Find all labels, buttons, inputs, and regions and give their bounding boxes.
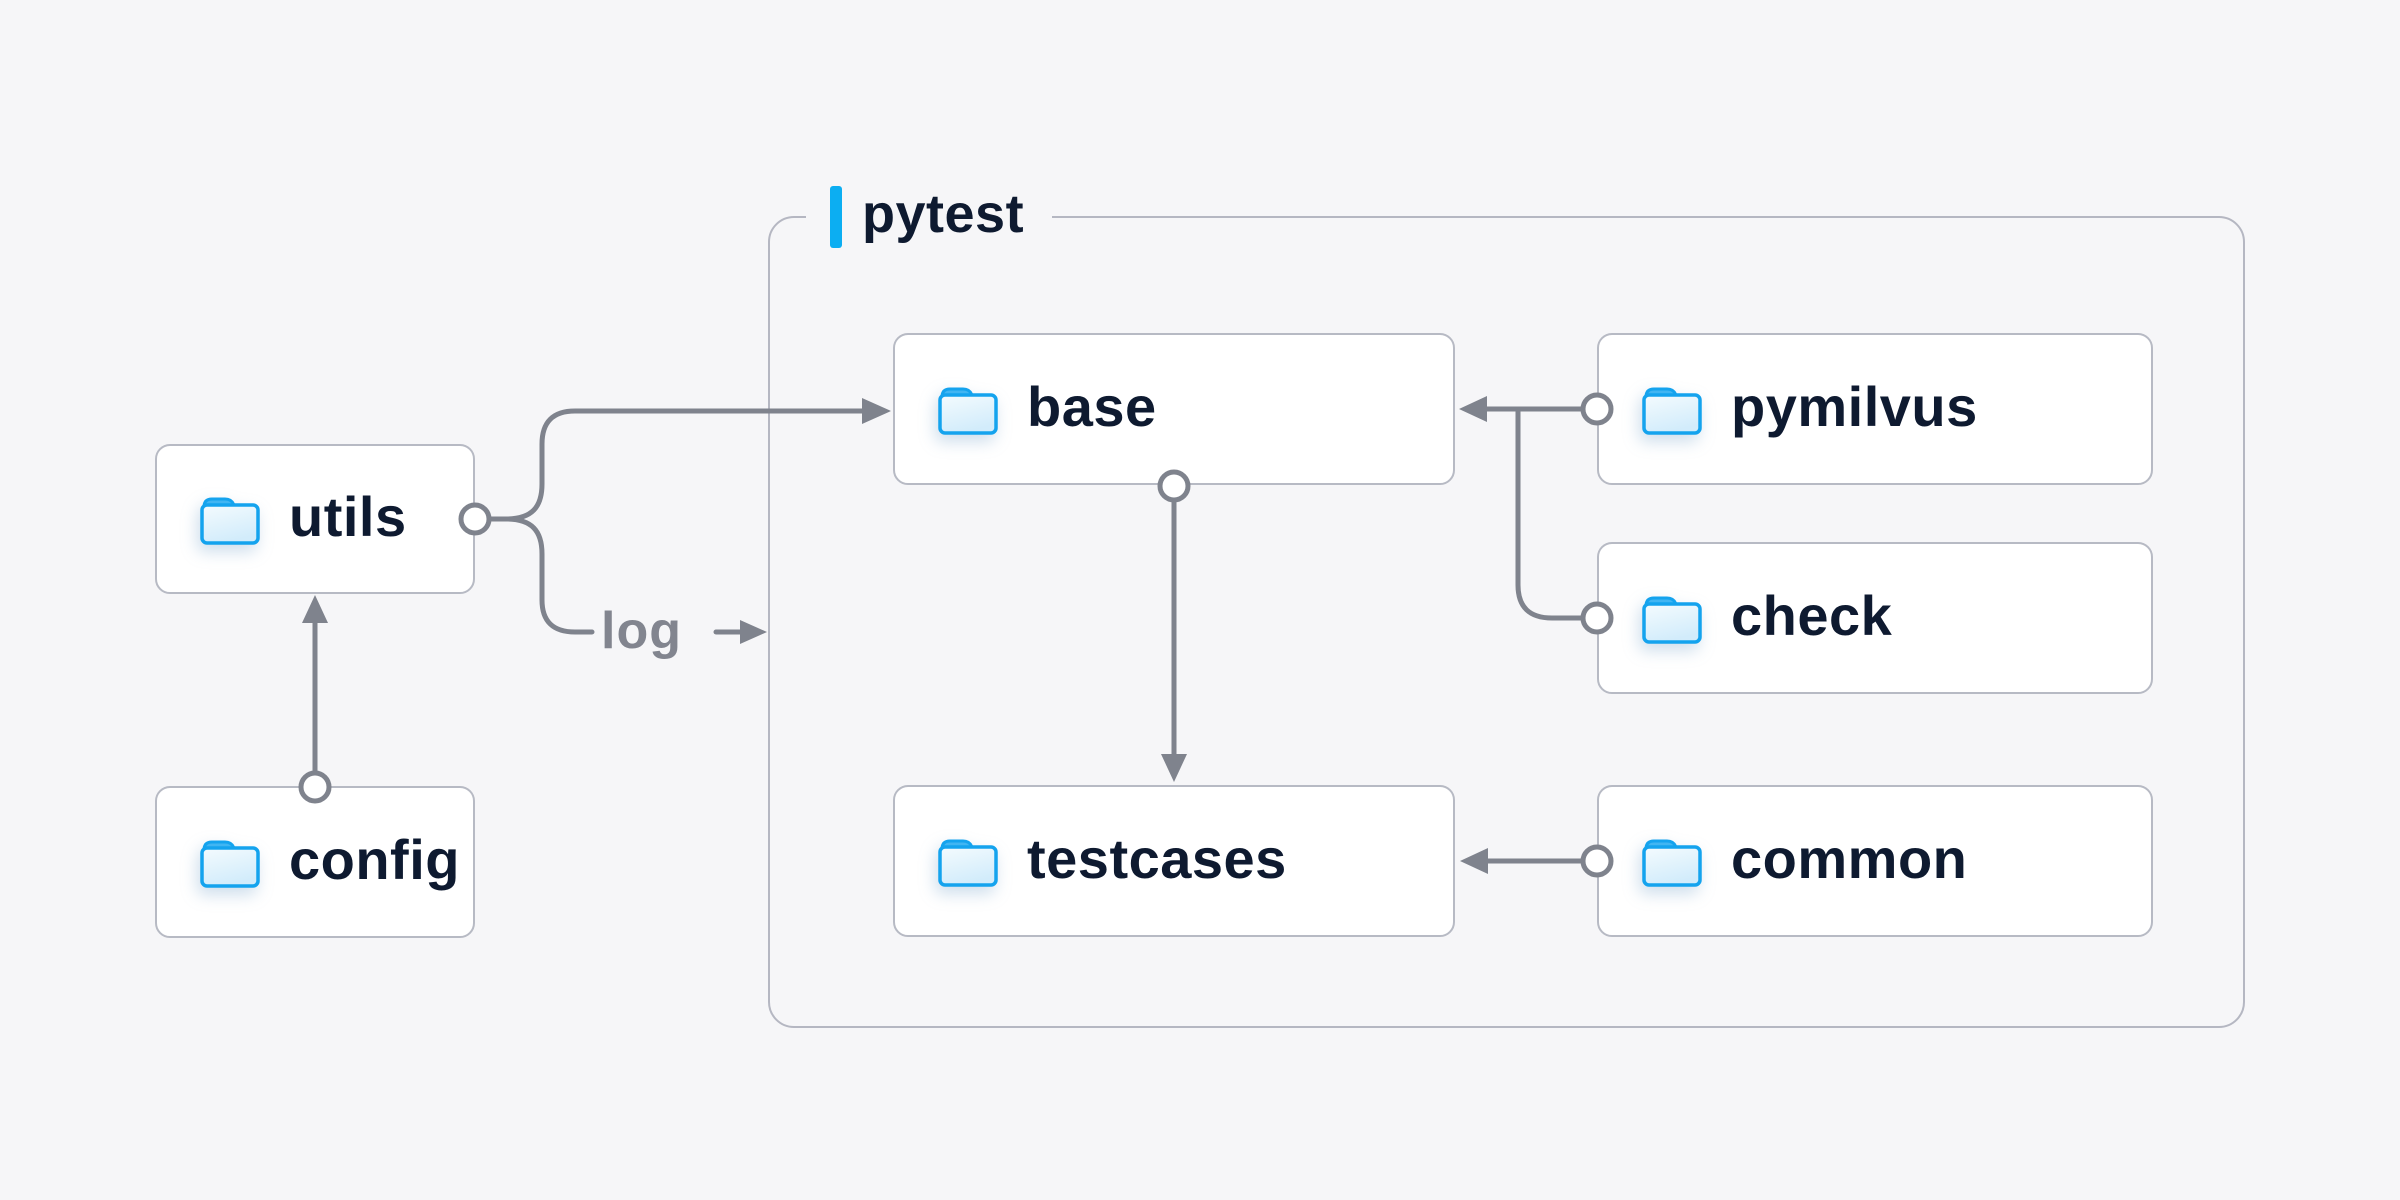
folder-icon	[200, 497, 260, 545]
folder-icon	[938, 387, 998, 435]
accent-bar	[830, 186, 842, 248]
node-pymilvus: pymilvus	[1597, 333, 2153, 485]
folder-icon	[938, 839, 998, 887]
node-config: config	[155, 786, 475, 938]
node-label: pymilvus	[1731, 375, 1978, 438]
folder-icon	[1642, 839, 1702, 887]
folder-icon	[200, 840, 260, 888]
pytest-group-title: pytest	[862, 184, 1025, 244]
node-label: check	[1731, 584, 1893, 647]
node-check: check	[1597, 542, 2153, 694]
pytest-group-label: pytest	[806, 183, 1053, 251]
node-common: common	[1597, 785, 2153, 937]
node-testcases: testcases	[893, 785, 1455, 937]
node-utils: utils	[155, 444, 475, 594]
node-label: common	[1731, 827, 1968, 890]
folder-icon	[1642, 387, 1702, 435]
node-label: base	[1027, 375, 1157, 438]
node-label: testcases	[1027, 827, 1287, 890]
folder-icon	[1642, 596, 1702, 644]
node-label: config	[289, 828, 460, 891]
node-label: utils	[289, 485, 407, 548]
pytest-group-container	[768, 216, 2245, 1028]
edge-config-utils	[302, 595, 328, 774]
edge-label-log: log	[601, 602, 682, 660]
node-base: base	[893, 333, 1455, 485]
